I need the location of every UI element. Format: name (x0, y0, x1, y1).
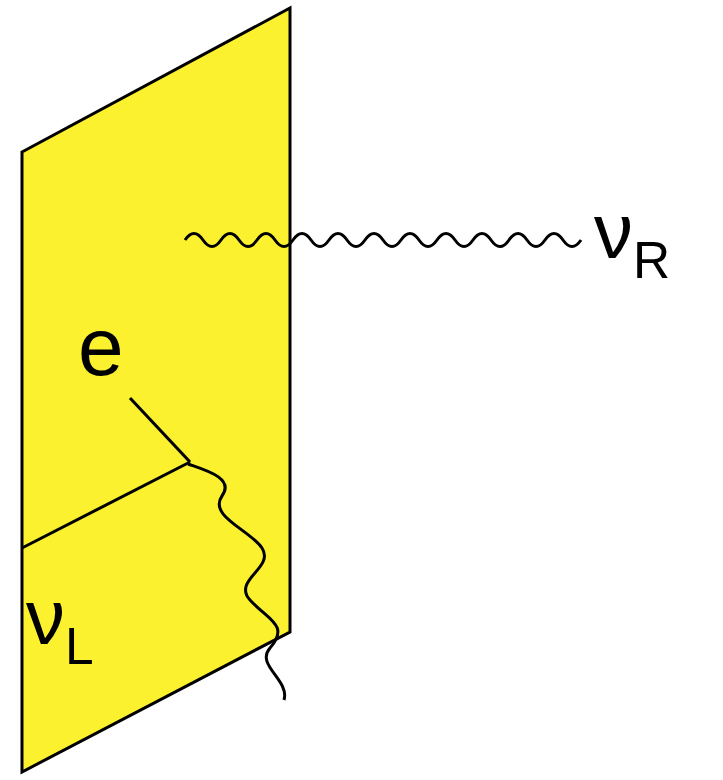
left-neutrino-line (22, 462, 190, 548)
symbol-main: e (78, 301, 124, 392)
particle-label: νL (26, 578, 94, 656)
particle-label: νR (594, 192, 670, 270)
boson-wave (188, 464, 285, 700)
symbol-subscript: L (65, 617, 94, 675)
electron-line (130, 398, 190, 462)
particle-label-box: νR (594, 192, 670, 270)
symbol-subscript: R (633, 231, 670, 289)
right-neutrino-wave (185, 234, 581, 247)
particle-label: e (78, 306, 124, 388)
symbol-main: ν (594, 187, 633, 275)
brane-sheet (22, 8, 290, 772)
symbol-main: ν (26, 573, 65, 661)
particle-label-box: νL (26, 578, 94, 656)
particle-label-box: e (78, 306, 124, 388)
